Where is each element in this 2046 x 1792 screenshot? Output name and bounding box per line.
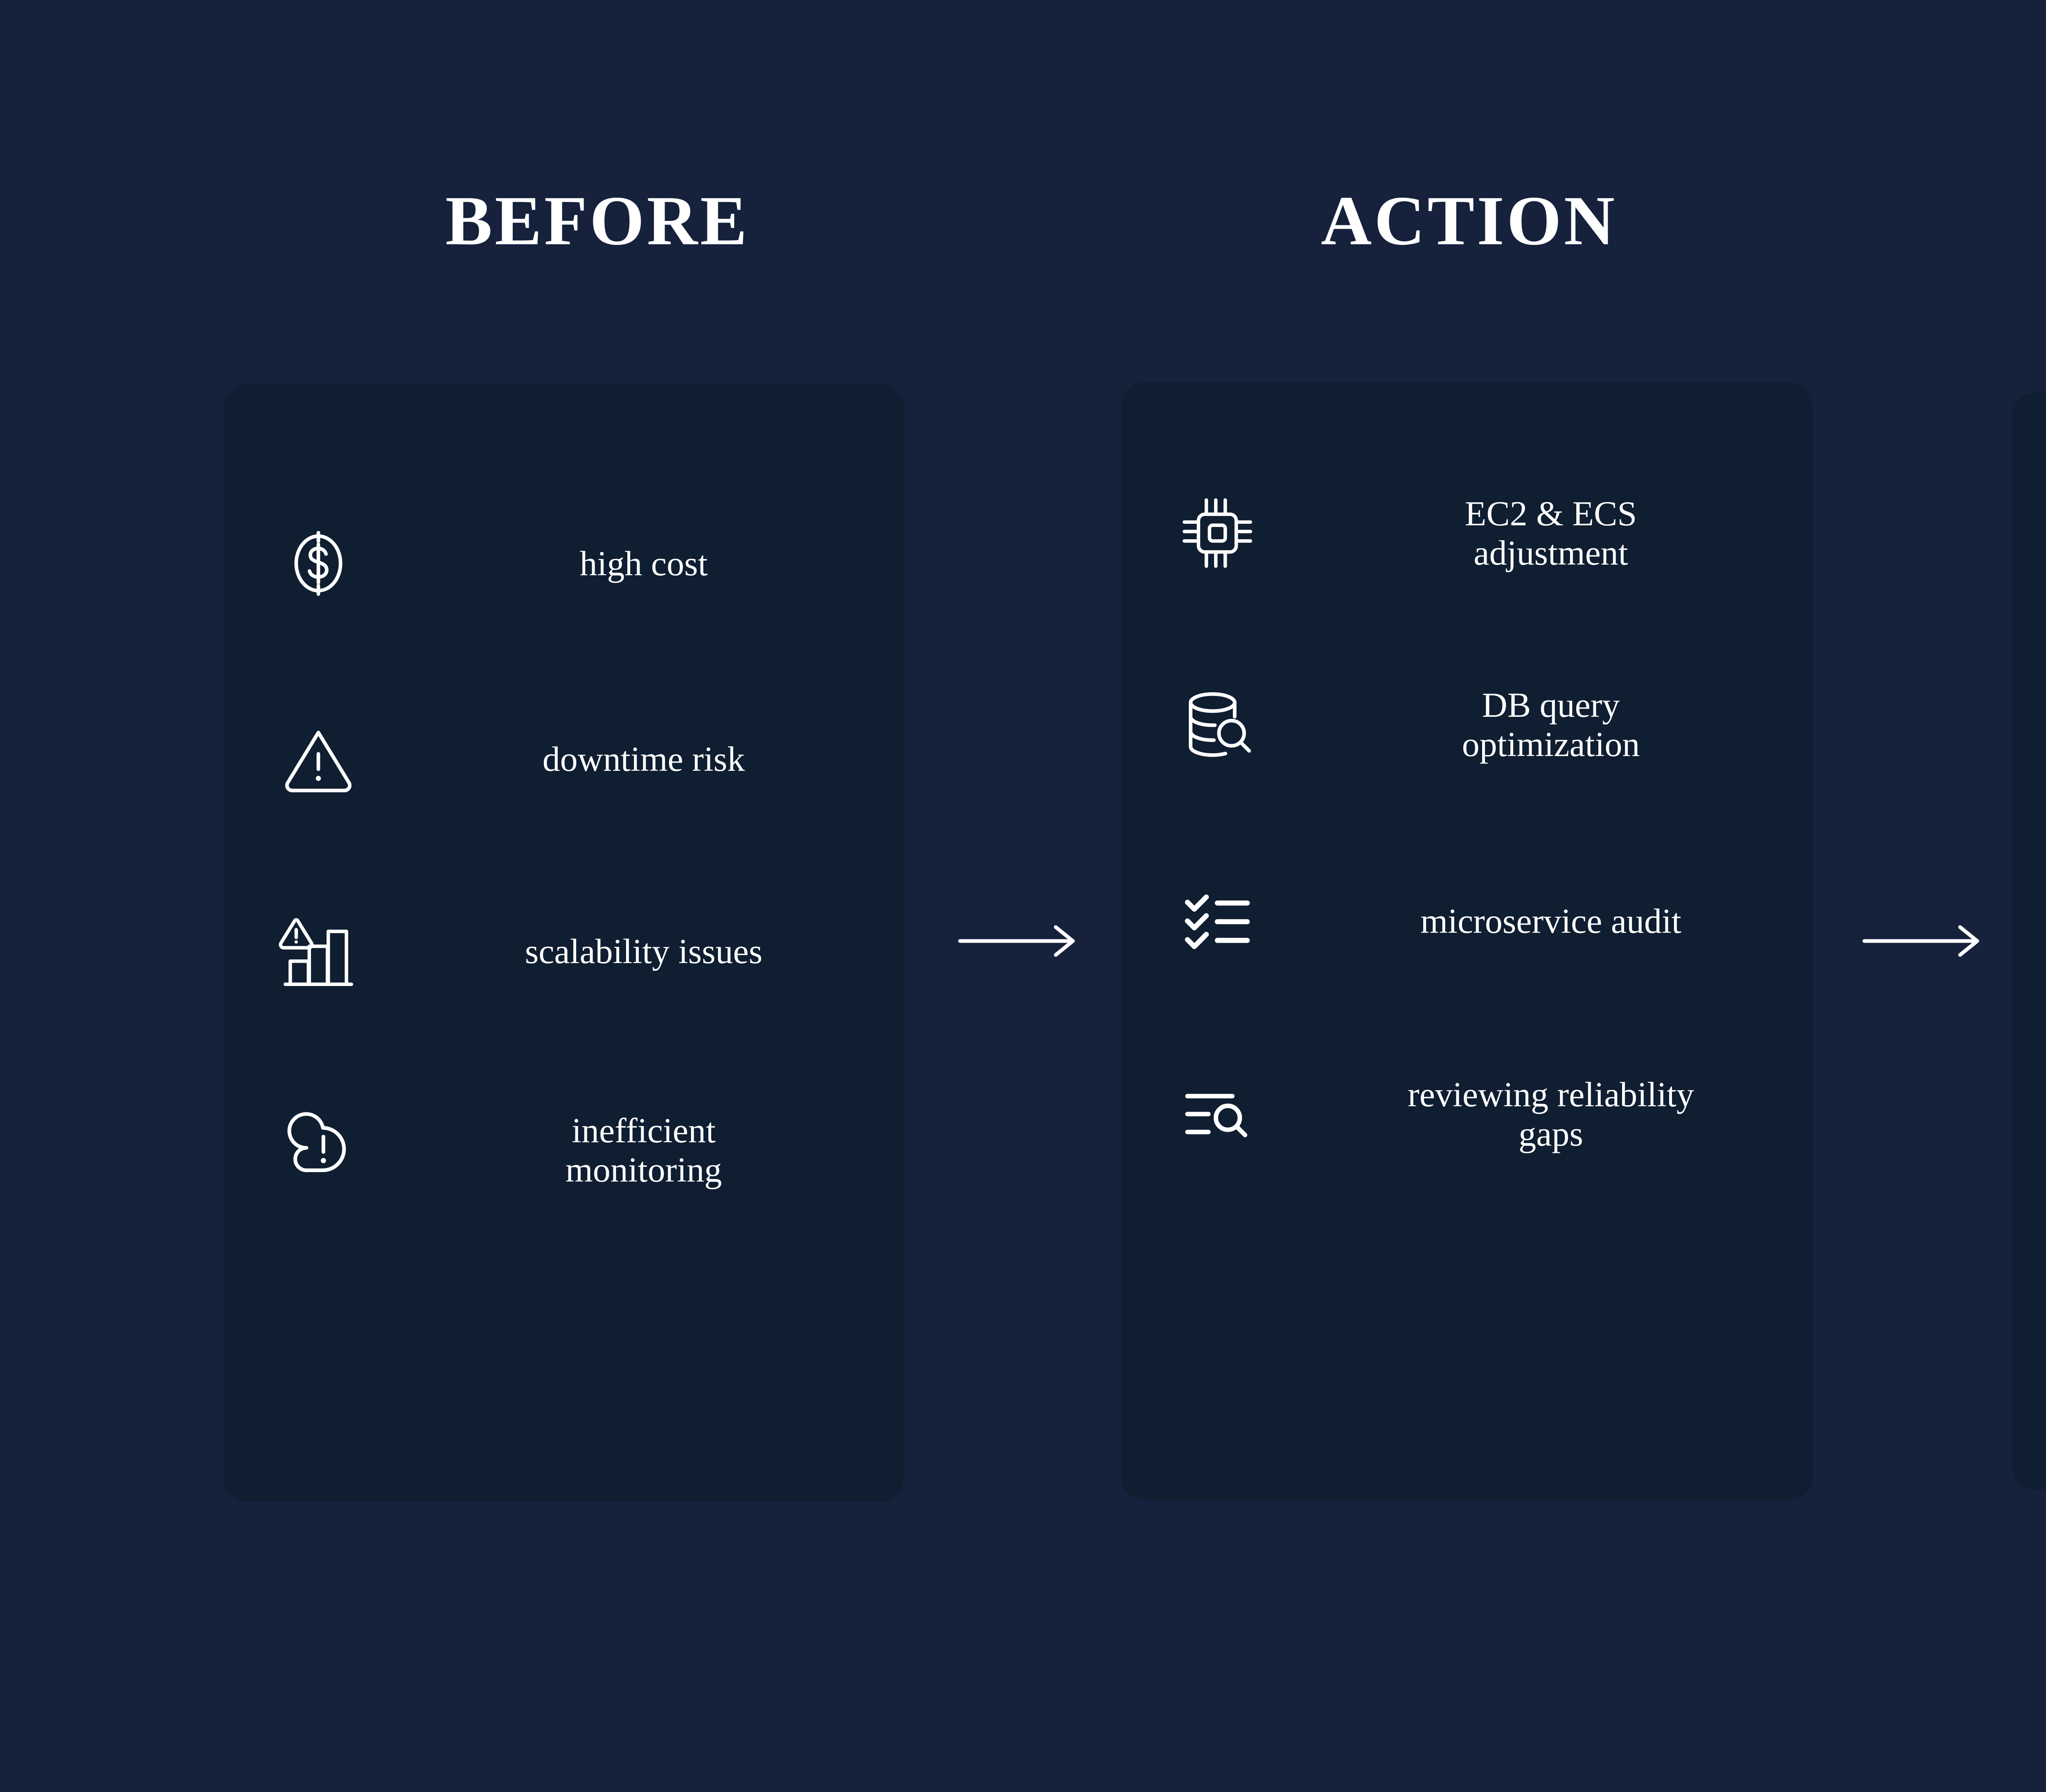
heading-slot-after: AFTER [1989,186,2046,256]
card-before: high cost downtime risk [224,385,904,1502]
list-item[interactable]: high cost [224,475,904,651]
list-item[interactable]: operational efficiency [2012,961,2046,1117]
list-item[interactable]: DB query optimization [1121,643,1813,806]
dollar-circle-icon [224,522,412,604]
arrow-before-to-action [958,916,1080,966]
card-action: EC2 & ECS adjustment DB query optimizati… [1121,383,1813,1499]
list-item[interactable]: scalability issues [224,863,904,1039]
list-item-label: reviewing reliability gaps [1408,1074,1694,1153]
list-item[interactable]: inefficient monitoring [224,1062,904,1238]
list-item-label: DB query optimization [1462,685,1640,764]
page-title-before: BEFORE [445,182,750,260]
heading-slot-action: ACTION [1121,186,1817,256]
database-search-icon [1121,684,1314,765]
page-title-action: ACTION [1320,182,1618,260]
document-search-icon [1121,1075,1314,1153]
monitor-chart-icon [2012,804,2046,882]
list-item-label: EC2 & ECS adjustment [1465,493,1637,572]
column-headings-row: BEFORE ACTION AFTER [0,168,2046,274]
list-item[interactable]: performance & reliability [2012,765,2046,921]
checklist-icon [1121,882,1314,960]
list-item-label: high cost [579,543,708,583]
list-item-label: inefficient monitoring [565,1110,722,1189]
list-item-label: downtime risk [542,739,745,779]
cpu-chip-icon [1121,492,1314,574]
list-item[interactable]: microservice audit [1121,839,1813,1003]
cloud-alert-icon [224,1108,412,1192]
list-item-label: scalability issues [525,931,763,971]
heading-slot-before: BEFORE [221,186,974,256]
list-item-label: microservice audit [1420,901,1681,941]
shield-check-icon [2012,1000,2046,1078]
list-item[interactable]: downtime risk [224,671,904,847]
bar-chart-warning-icon [224,908,412,994]
dollar-down-arrow-icon [2012,603,2046,682]
card-after: cost reduction performance & reliability [2012,393,2046,1489]
list-item[interactable]: cost reduction [2012,565,2046,720]
warning-triangle-icon [224,718,412,800]
list-item[interactable]: EC2 & ECS adjustment [1121,451,1813,615]
arrow-action-to-after [1862,916,1985,966]
list-item[interactable]: reviewing reliability gaps [1121,1032,1813,1196]
